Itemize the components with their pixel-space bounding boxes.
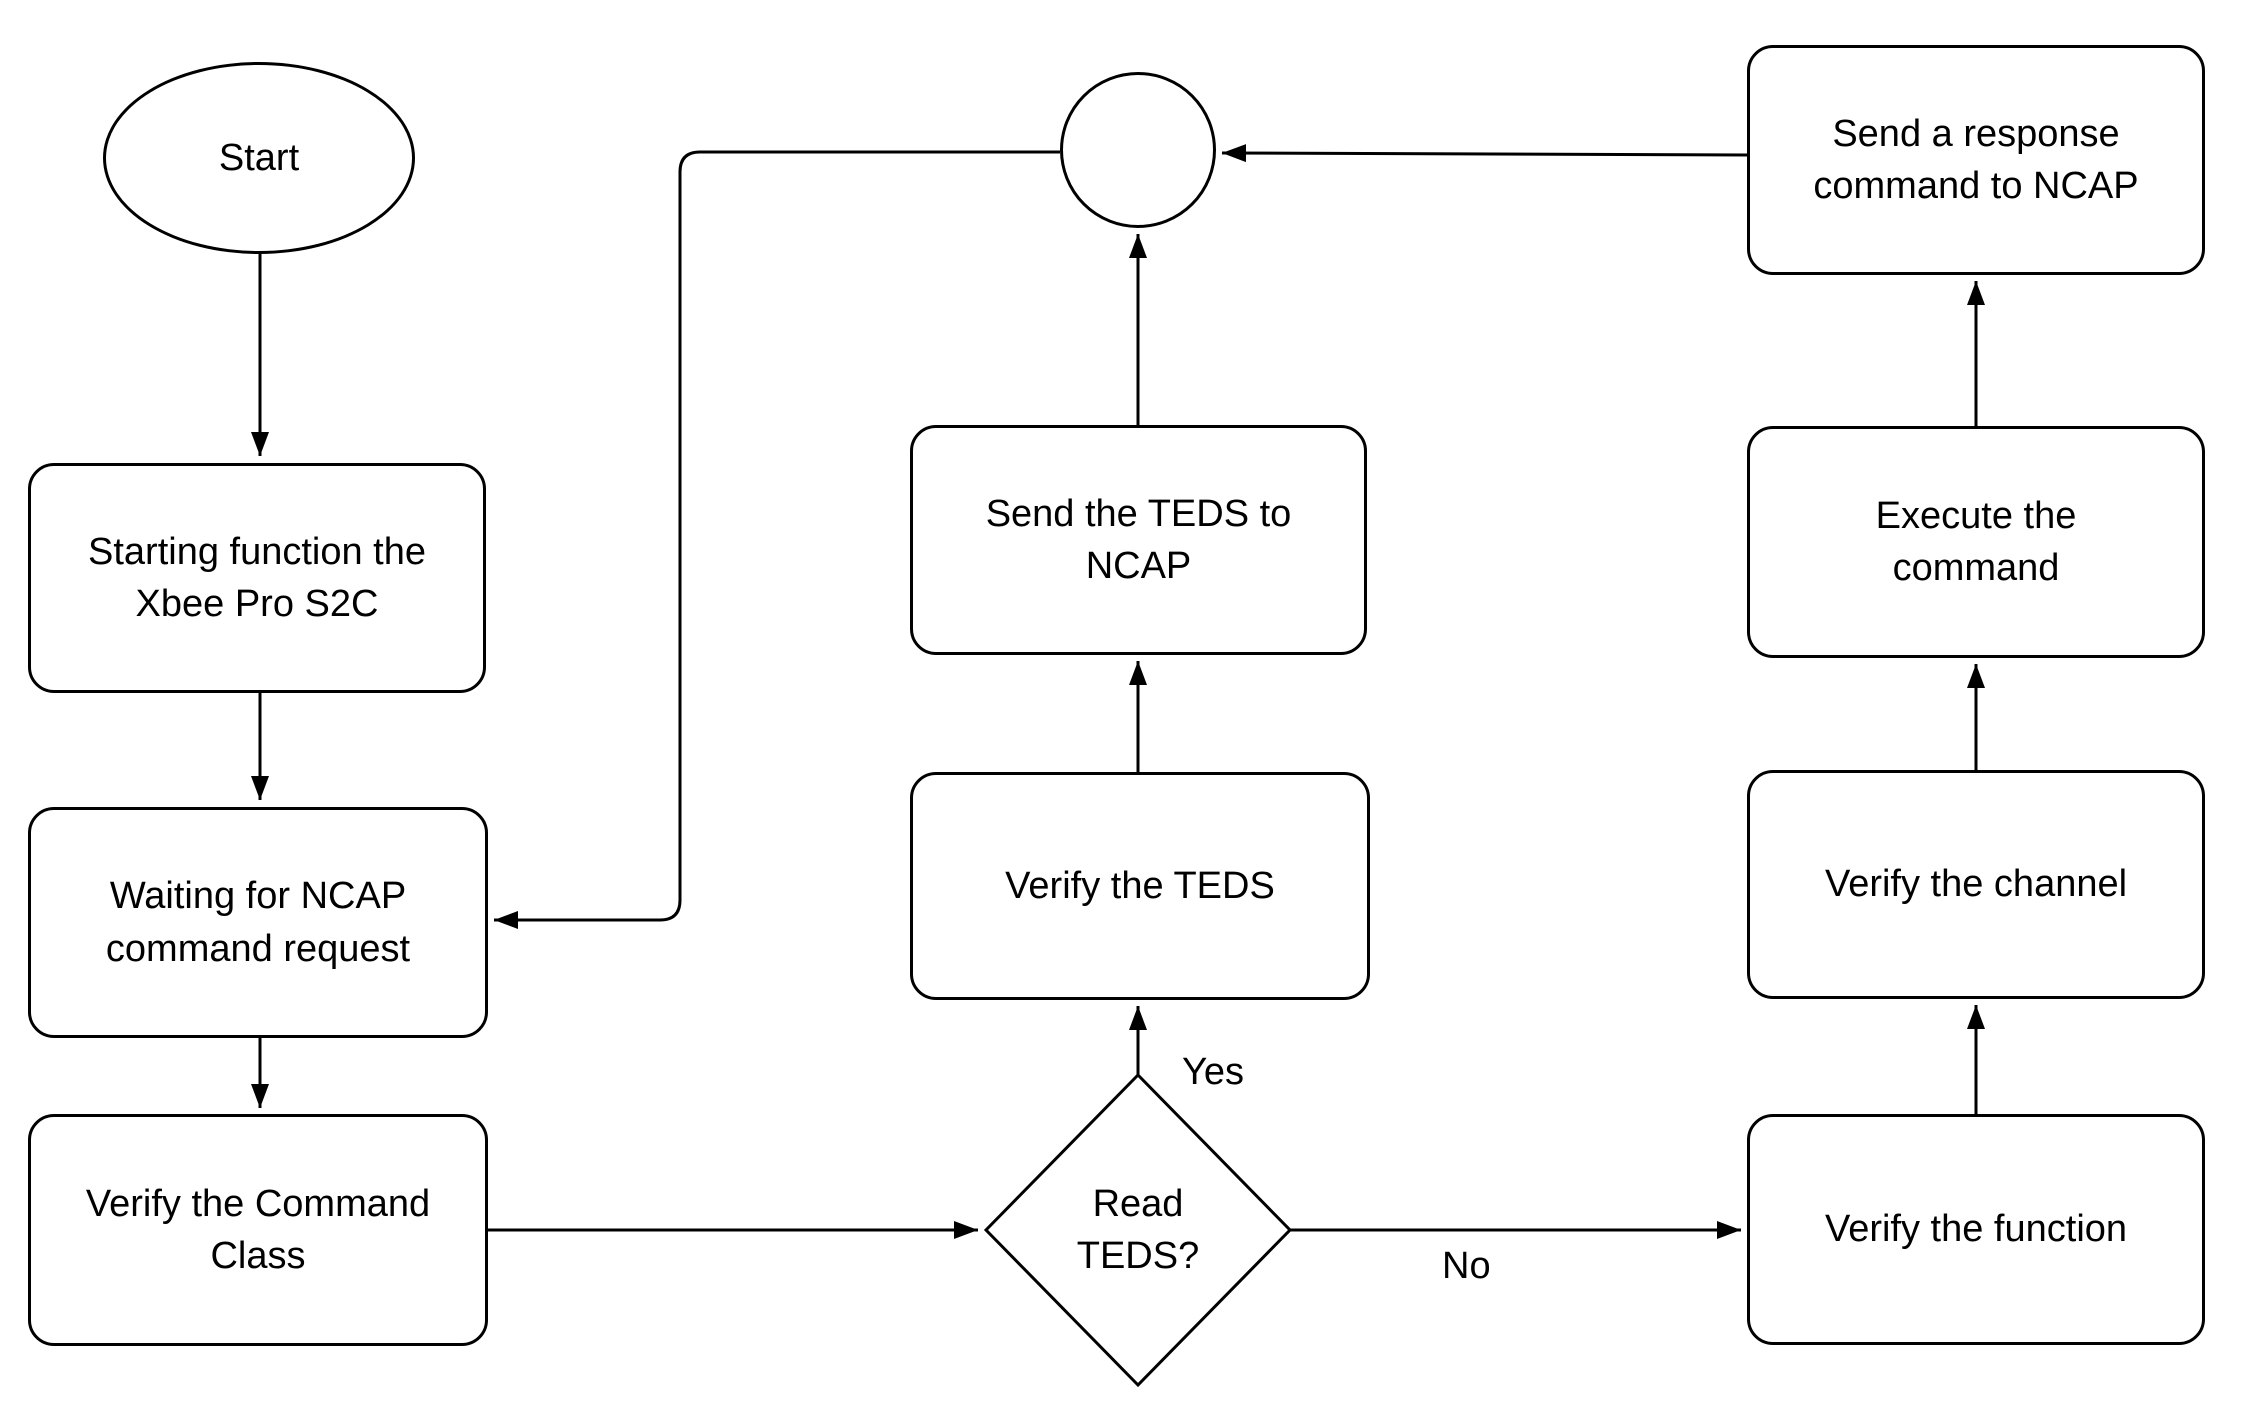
node-verify-command-class-label: Verify the Command Class (85, 1182, 431, 1277)
edge-junction-to-waiting (494, 150, 1060, 929)
node-execute-the-command: Execute the command (1747, 426, 2205, 658)
edge-label-yes: Yes (1178, 1051, 1248, 1094)
node-junction-circle (1060, 72, 1216, 228)
edge-send-response-to-junction (1221, 144, 1748, 163)
node-verify-the-teds-label: Verify the TEDS (1005, 864, 1275, 907)
node-verify-the-function-label: Verify the function (1824, 1208, 2128, 1251)
node-starting-function-label: Starting function the Xbee Pro S2C (88, 530, 426, 625)
node-send-teds-to-ncap-label: Send the TEDS to NCAP (985, 492, 1292, 587)
node-read-teds-label: Read TEDS? (1076, 1182, 1200, 1277)
node-waiting-for-ncap: Waiting for NCAP command request (28, 807, 488, 1038)
node-verify-the-function: Verify the function (1747, 1114, 2205, 1345)
node-verify-the-channel-label: Verify the channel (1824, 863, 2128, 906)
node-verify-the-teds: Verify the TEDS (910, 772, 1370, 1000)
read-teds-decision-diamond (983, 1072, 1293, 1388)
edge-label-no: No (1438, 1245, 1495, 1288)
node-send-teds-to-ncap: Send the TEDS to NCAP (910, 425, 1367, 655)
node-send-response-to-ncap-label: Send a response command to NCAP (1813, 112, 2139, 207)
node-waiting-for-ncap-label: Waiting for NCAP command request (105, 875, 411, 970)
node-starting-function: Starting function the Xbee Pro S2C (28, 463, 486, 693)
node-start-label: Start (218, 136, 300, 179)
node-start: Start (103, 62, 415, 254)
node-read-teds-decision: Read TEDS? (988, 1140, 1288, 1320)
node-execute-the-command-label: Execute the command (1875, 494, 2077, 589)
node-verify-command-class: Verify the Command Class (28, 1114, 488, 1346)
node-verify-the-channel: Verify the channel (1747, 770, 2205, 999)
node-send-response-to-ncap: Send a response command to NCAP (1747, 45, 2205, 275)
